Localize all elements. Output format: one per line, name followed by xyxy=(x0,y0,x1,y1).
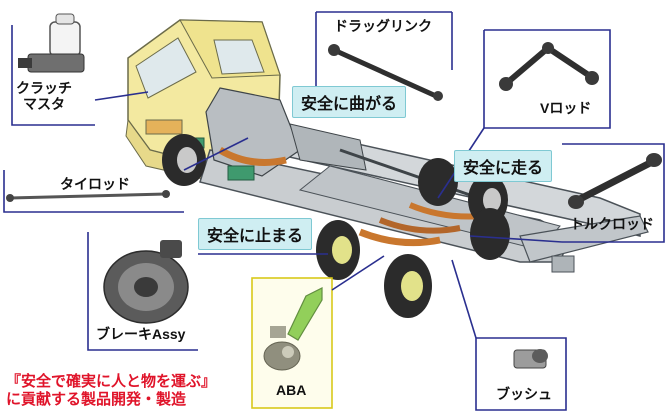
label-v-rod: Vロッド xyxy=(540,100,592,116)
frame-bush xyxy=(475,337,567,411)
frame-tie-rod xyxy=(3,170,184,213)
truck-wheels xyxy=(162,134,510,318)
frame-v-rod xyxy=(483,29,611,129)
callout-frames xyxy=(3,11,665,411)
callout-turn-safely: 安全に曲がる xyxy=(292,86,407,118)
label-aba: ABA xyxy=(276,382,307,398)
label-clutch-master: クラッチ マスタ xyxy=(16,80,72,112)
frame-aba xyxy=(251,277,333,409)
frame-brake-assy xyxy=(87,232,198,351)
label-brake-assy: ブレーキAssy xyxy=(96,326,186,342)
v-rod-part xyxy=(499,42,599,91)
slogan: 『安全で確実に人と物を運ぶ』 に貢献する製品開発・製造 xyxy=(6,373,216,409)
frame-torque-rod xyxy=(562,143,665,243)
callout-run-safely: 安全に走る xyxy=(454,150,553,182)
slogan-line1: 『安全で確実に人と物を運ぶ』 xyxy=(6,373,217,390)
label-drag-link: ドラッグリンク xyxy=(334,18,432,34)
slogan-line2: に貢献する製品開発・製造 xyxy=(6,391,187,408)
torque-rod-part xyxy=(568,153,662,209)
callout-stop-safely: 安全に止まる xyxy=(198,218,313,250)
drag-link-part xyxy=(328,44,443,101)
label-torque-rod: トルクロッド xyxy=(570,216,654,232)
tie-rod-part xyxy=(6,190,170,202)
frame-clutch-master xyxy=(11,25,95,126)
bush-part xyxy=(513,349,548,369)
label-tie-rod: タイロッド xyxy=(60,176,130,192)
clutch-master-part xyxy=(18,13,85,73)
label-bush: ブッシュ xyxy=(496,386,552,402)
aba-part xyxy=(263,287,323,371)
brake-assy-part xyxy=(103,240,189,324)
label-clutch-master-line2: マスタ xyxy=(23,96,65,113)
label-clutch-master-line1: クラッチ xyxy=(16,80,72,96)
